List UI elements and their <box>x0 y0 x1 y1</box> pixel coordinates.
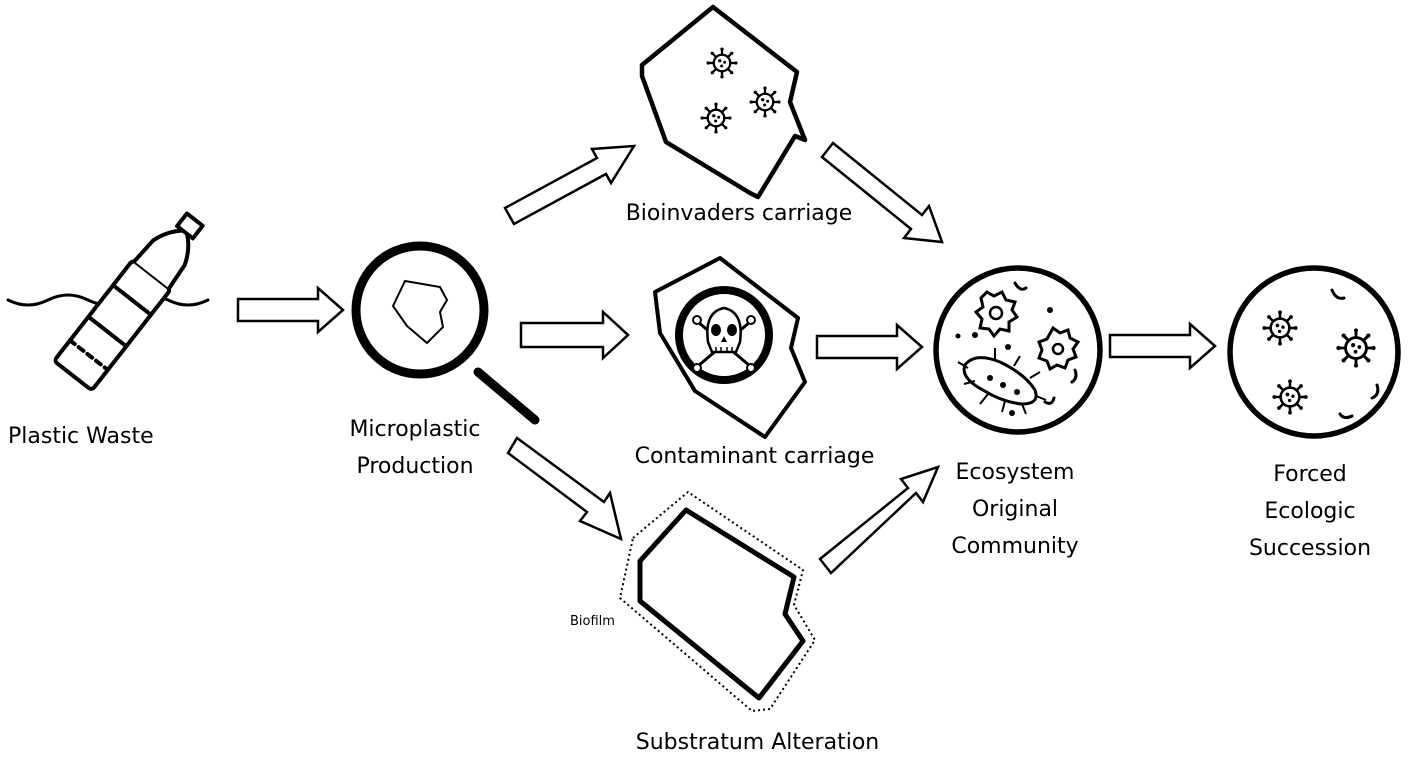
arrow-microplastic-to-substratum <box>506 436 623 542</box>
arrow-microplastic-to-bioinvaders <box>503 144 637 226</box>
label-biofilm: Biofilm <box>570 614 615 629</box>
label-line: Microplastic <box>349 417 481 442</box>
label-line: Original <box>971 497 1059 522</box>
label-bioinvaders-carriage: Bioinvaders carriage <box>625 201 853 226</box>
arrow-ecosystem-to-succession <box>1108 321 1217 371</box>
arrow-contaminant-to-ecosystem <box>815 322 924 372</box>
microbe-fragment-icon <box>639 4 808 200</box>
arrow-waste-to-microplastic <box>236 285 345 335</box>
magnifying-glass-icon <box>351 241 540 425</box>
label-line: Forced <box>1273 462 1347 487</box>
fragment-with-biofilm-icon <box>619 491 816 712</box>
label-plastic-waste: Plastic Waste <box>8 424 154 449</box>
label-line: Ecosystem <box>955 460 1075 485</box>
skull-crossbones-icon <box>653 256 807 439</box>
arrow-substratum-to-ecosystem <box>818 464 941 575</box>
label-ecosystem-original-community: Ecosystem Original Community <box>930 454 1100 565</box>
arrow-bioinvaders-to-ecosystem <box>820 141 944 244</box>
virus-circle-icon <box>1227 265 1401 439</box>
label-microplastic-production: Microplastic Production <box>335 411 495 485</box>
label-line: Ecologic <box>1264 499 1356 524</box>
mixed-microbes-circle-icon <box>933 265 1103 435</box>
arrow-microplastic-to-contaminant <box>519 309 630 361</box>
label-contaminant-carriage: Contaminant carriage <box>634 444 875 469</box>
label-line: Production <box>356 454 474 479</box>
label-line: Community <box>951 534 1079 559</box>
label-substratum-alteration: Substratum Alteration <box>635 730 880 755</box>
plastic-bottle-in-water-icon <box>6 211 210 391</box>
label-line: Succession <box>1248 536 1372 561</box>
label-forced-ecologic-succession: Forced Ecologic Succession <box>1230 456 1390 567</box>
